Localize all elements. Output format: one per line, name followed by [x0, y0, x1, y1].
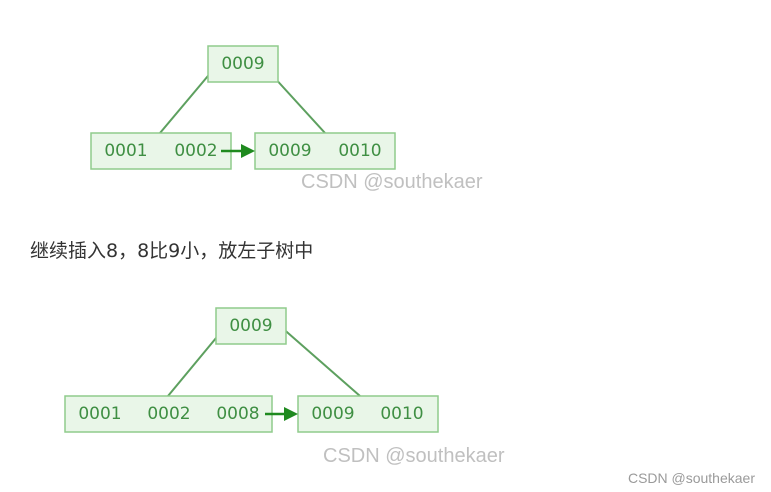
- bplus-tree-diagram-before: 0009 0001 0002 0009 0010 CSDN @southekae…: [90, 45, 483, 193]
- node-key: 0002: [174, 141, 217, 161]
- root-node: 0009: [207, 45, 279, 83]
- leaf-node-left: 0001 0002: [90, 132, 232, 170]
- arrowhead-icon: [241, 144, 255, 158]
- node-key: 0009: [221, 54, 264, 74]
- node-key: 0001: [104, 141, 147, 161]
- arrowhead-icon: [284, 407, 298, 421]
- image-watermark: CSDN @southekaer: [323, 445, 505, 467]
- leaf-node-left: 0001 0002 0008: [64, 395, 273, 433]
- bplus-tree-diagram-after: 0009 0001 0002 0008 0009 0010 CSDN @sout…: [64, 307, 505, 467]
- leaf-node-right: 0009 0010: [254, 132, 396, 170]
- node-key: 0009: [311, 404, 354, 424]
- node-key: 0010: [380, 404, 423, 424]
- leaf-link-arrow: [221, 144, 255, 158]
- tree-edge-root-to-right-leaf: [279, 325, 361, 397]
- root-node-box: [215, 307, 287, 345]
- leaf-link-arrow: [265, 407, 298, 421]
- leaf-node-box: [64, 395, 273, 433]
- node-key: 0002: [147, 404, 190, 424]
- root-node: 0009: [215, 307, 287, 345]
- root-node-box: [207, 45, 279, 83]
- node-key: 0009: [229, 316, 272, 336]
- node-key: 0009: [268, 141, 311, 161]
- leaf-node-right: 0009 0010: [297, 395, 439, 433]
- image-watermark: CSDN @southekaer: [301, 171, 483, 193]
- node-key: 0010: [338, 141, 381, 161]
- page-watermark: CSDN @southekaer: [627, 470, 755, 486]
- node-key: 0008: [216, 404, 259, 424]
- step-caption: 继续插入8，8比9小，放左子树中: [30, 240, 314, 262]
- leaf-node-box: [90, 132, 232, 170]
- leaf-node-box: [297, 395, 439, 433]
- node-key: 0001: [78, 404, 121, 424]
